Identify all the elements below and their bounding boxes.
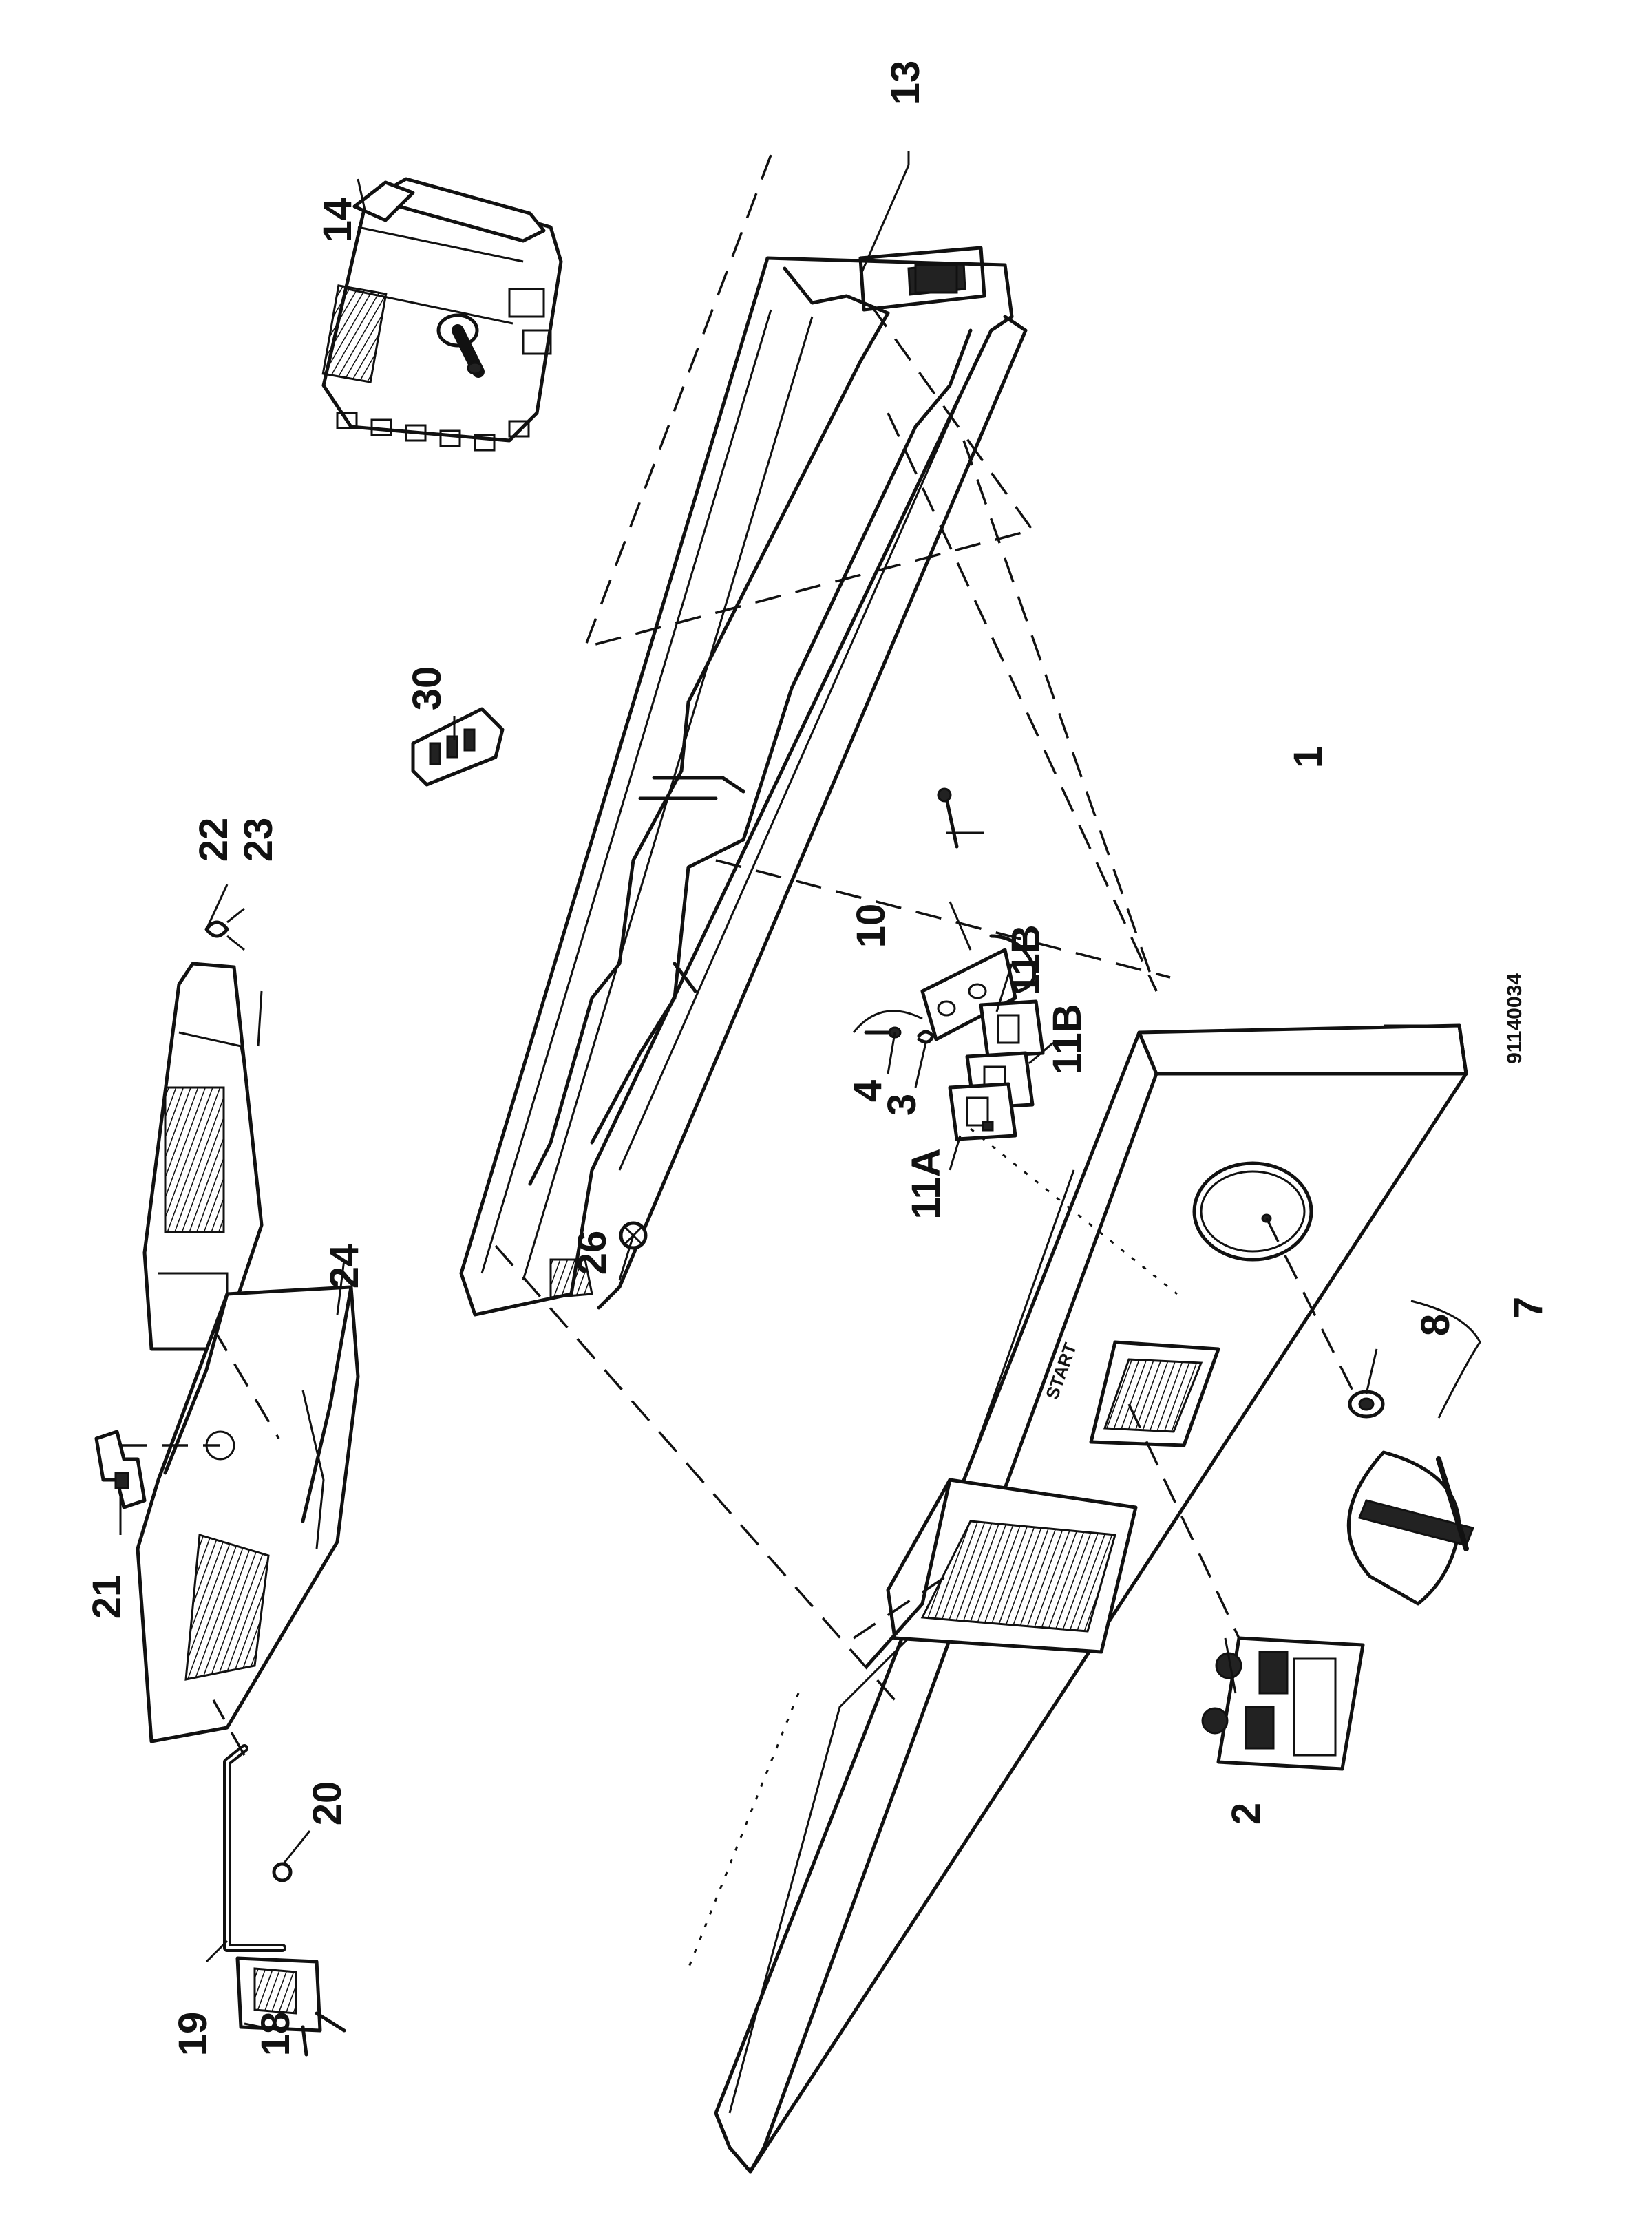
dispenser-lid-part-23 [142,962,264,1351]
washer-part-20 [272,1862,293,1882]
assembly-lines [120,154,1357,1969]
knob-cap-part-8 [1348,1390,1385,1419]
knob-part-7 [1347,1450,1475,1606]
callout-3: 3 [880,1094,924,1116]
callout-23: 23 [236,818,281,862]
callout-2: 2 [1224,1803,1269,1825]
latch-part-21 [94,1430,147,1509]
push-button-part-2 [1201,1636,1365,1771]
callout-4: 4 [845,1080,890,1102]
callout-10: 10 [849,904,893,948]
timer-unit-part-14 [321,177,563,452]
leader-lines [119,151,1481,2032]
switch-assembly-part-10 [852,787,1036,1041]
callout-1: 1 [1286,746,1331,768]
callout-24: 24 [322,1244,367,1289]
dispenser-body-part-24 [136,1285,360,1743]
microswitch-part-18 [235,1956,346,2057]
callout-19: 19 [171,2012,215,2057]
rod-part-19 [223,1744,286,1952]
callout-11B-lower: 11B [1045,1004,1090,1074]
callout-14: 14 [315,198,360,243]
control-panel-frame [459,256,1028,1317]
connector-block-part-30 [411,707,505,787]
pin-part-3 [917,1030,935,1044]
front-panel-part-1 [714,1023,1468,2174]
callout-11B-upper: 11B [1004,924,1048,995]
spring-part-22 [204,907,245,951]
callout-8: 8 [1413,1314,1458,1336]
button-part-11A [948,1082,1017,1141]
drawing-number: 91140034 [1503,973,1526,1064]
button-part-11B-upper [979,999,1045,1059]
callout-7: 7 [1506,1297,1551,1319]
callout-labels: 1 2 3 4 7 8 10 11A 11B 11B 13 14 18 19 2… [85,61,1551,2057]
callout-22: 22 [191,818,236,862]
callout-21: 21 [85,1575,129,1620]
callout-18: 18 [253,2012,298,2057]
callout-11A: 11A [904,1148,949,1219]
callout-30: 30 [405,666,449,711]
callout-20: 20 [305,1781,350,1826]
callout-13: 13 [883,61,928,105]
callout-26: 26 [570,1231,615,1275]
